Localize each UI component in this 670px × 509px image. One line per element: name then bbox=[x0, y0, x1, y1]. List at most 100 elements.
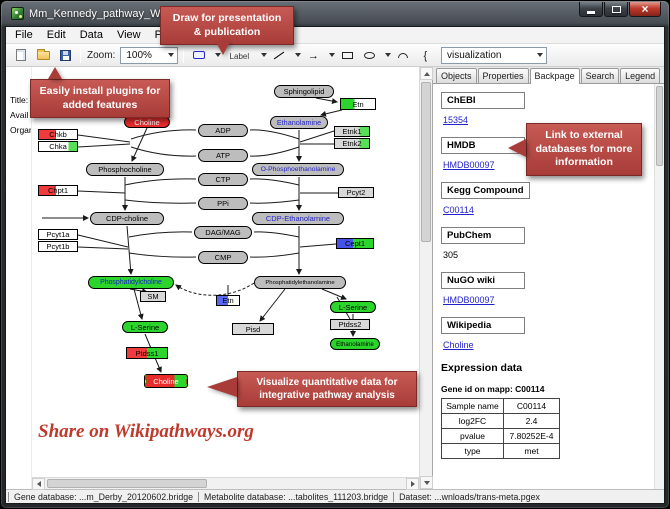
pathway-node[interactable]: O-Phosphoethanolamine bbox=[252, 163, 344, 176]
panel-scrollbar[interactable] bbox=[654, 84, 664, 489]
brace-tool-button[interactable] bbox=[415, 46, 435, 65]
save-button[interactable] bbox=[55, 46, 75, 65]
tab-legend[interactable]: Legend bbox=[620, 68, 661, 83]
pathway-node[interactable]: L-Serine bbox=[330, 301, 376, 313]
canvas-vertical-scrollbar[interactable] bbox=[419, 67, 433, 489]
pathway-node[interactable]: Cept1 bbox=[336, 238, 374, 249]
pathway-node[interactable]: Chkb bbox=[38, 129, 78, 140]
pathway-node[interactable]: Phosphatidylethanolamine bbox=[254, 276, 346, 289]
pathway-node[interactable]: Pcyt1a bbox=[38, 229, 78, 240]
pathway-node[interactable]: Pcyt1b bbox=[38, 241, 78, 252]
pathway-node[interactable]: Sphingolipid bbox=[274, 85, 334, 98]
selection-handle[interactable] bbox=[186, 375, 187, 377]
rectangle-tool-button[interactable] bbox=[337, 46, 357, 65]
minimize-button[interactable] bbox=[579, 2, 603, 17]
backpage-link[interactable]: HMDB00097 bbox=[443, 295, 495, 305]
vertical-scroll-thumb[interactable] bbox=[421, 82, 431, 242]
pathway-node[interactable]: PPi bbox=[198, 197, 248, 210]
line-tool-button[interactable] bbox=[269, 46, 289, 65]
pathway-node[interactable]: Ethanolamine bbox=[270, 116, 328, 129]
pathway-node[interactable]: DAG/MAG bbox=[194, 226, 252, 239]
new-file-icon bbox=[16, 49, 26, 61]
pathway-node[interactable]: Phosphatidylcholine bbox=[88, 276, 174, 289]
window-title: Mm_Kennedy_pathway_WP1771_45176.gpml bbox=[29, 7, 256, 20]
close-button[interactable] bbox=[629, 2, 661, 17]
scroll-right-button[interactable] bbox=[406, 478, 419, 490]
pathway-node[interactable]: Ptdss1 bbox=[126, 347, 168, 359]
selection-handle[interactable] bbox=[186, 379, 187, 384]
menu-item-edit[interactable]: Edit bbox=[46, 29, 66, 41]
visualization-value: visualization bbox=[447, 49, 502, 61]
backpage-link[interactable]: 15354 bbox=[443, 115, 469, 125]
pathway-node[interactable]: ATP bbox=[198, 149, 248, 162]
selection-handle[interactable] bbox=[186, 386, 187, 387]
menu-item-data[interactable]: Data bbox=[79, 29, 103, 41]
scroll-up-icon bbox=[423, 71, 430, 76]
pathway-node[interactable]: Etnk1 bbox=[334, 126, 370, 137]
arc-tool-button[interactable] bbox=[393, 46, 413, 65]
backpage-link[interactable]: HMDB00097 bbox=[443, 160, 495, 170]
maximize-button[interactable] bbox=[604, 2, 628, 17]
pathway-node[interactable]: L-Serine bbox=[122, 321, 168, 333]
datanode-tool-button[interactable] bbox=[189, 46, 209, 65]
pathway-node[interactable]: Choline bbox=[124, 116, 170, 128]
chevron-down-icon[interactable] bbox=[385, 53, 392, 57]
chevron-down-icon[interactable] bbox=[261, 53, 268, 57]
menu-item-help[interactable]: Help bbox=[204, 29, 228, 41]
selection-handle[interactable] bbox=[145, 375, 147, 377]
scroll-down-button[interactable] bbox=[420, 476, 433, 489]
pathway-node[interactable]: CTP bbox=[198, 173, 248, 186]
pathway-node[interactable]: SM bbox=[140, 291, 166, 302]
chevron-down-icon[interactable] bbox=[329, 53, 336, 57]
chevron-down-icon[interactable] bbox=[215, 53, 222, 57]
menu-item-plugins[interactable]: Plugins bbox=[154, 29, 191, 41]
panel-scroll-thumb[interactable] bbox=[656, 86, 663, 166]
tab-search[interactable]: Search bbox=[580, 68, 620, 83]
pathway-node[interactable]: Phosphocholine bbox=[86, 163, 164, 176]
ellipse-tool-button[interactable] bbox=[359, 46, 379, 65]
label-tool-button[interactable] bbox=[223, 46, 255, 65]
pathway-node[interactable]: Etnk2 bbox=[334, 138, 370, 149]
horizontal-scroll-thumb[interactable] bbox=[47, 479, 207, 488]
pathway-node[interactable]: CDP-Ethanolamine bbox=[252, 212, 344, 225]
new-file-button[interactable] bbox=[11, 46, 31, 65]
tab-backpage[interactable]: Backpage bbox=[529, 68, 580, 84]
visualization-combobox[interactable]: visualization bbox=[441, 46, 547, 64]
pathway-node[interactable]: Pisd bbox=[232, 323, 274, 335]
menu-item-view[interactable]: View bbox=[116, 29, 141, 41]
scroll-left-button[interactable] bbox=[32, 478, 45, 490]
backpage-section-header: PubChem bbox=[441, 227, 525, 244]
backpage-link[interactable]: C00114 bbox=[443, 205, 474, 215]
selection-handle[interactable] bbox=[145, 379, 147, 384]
arrow-tool-button[interactable] bbox=[303, 46, 323, 65]
backpage-link[interactable]: Choline bbox=[443, 340, 474, 350]
gene-id-line: Gene id on mapp: C00114 bbox=[441, 384, 545, 394]
pathway-node[interactable]: Choline bbox=[144, 374, 188, 388]
pathway-node[interactable]: Etn bbox=[216, 295, 240, 306]
pathway-node[interactable]: Chpt1 bbox=[38, 185, 78, 196]
pathway-node[interactable]: Etn bbox=[340, 98, 376, 110]
scroll-up-button[interactable] bbox=[420, 67, 433, 80]
pathway-node[interactable]: Pcyt2 bbox=[338, 187, 374, 198]
zoom-combobox[interactable]: 100% bbox=[120, 46, 179, 64]
pathway-node[interactable]: Ptdss2 bbox=[330, 319, 370, 330]
pathway-node[interactable]: Ethanolamine bbox=[330, 338, 380, 350]
pathway-node[interactable]: CMP bbox=[198, 251, 248, 264]
open-file-button[interactable] bbox=[33, 46, 53, 65]
menu-item-file[interactable]: File bbox=[15, 29, 33, 41]
expression-table-cell: met bbox=[503, 443, 560, 459]
pathway-node[interactable]: Chka bbox=[38, 141, 78, 152]
tab-properties[interactable]: Properties bbox=[477, 68, 529, 83]
pathway-node[interactable]: ADP bbox=[198, 124, 248, 137]
pathway-node[interactable]: CDP-choline bbox=[90, 212, 164, 225]
canvas-horizontal-scrollbar[interactable] bbox=[32, 477, 419, 490]
status-segment: Gene database: ...m_Derby_20120602.bridg… bbox=[8, 491, 198, 502]
chevron-down-icon[interactable] bbox=[295, 53, 302, 57]
tab-objects[interactable]: Objects bbox=[436, 68, 477, 83]
selection-handle[interactable] bbox=[145, 386, 147, 387]
